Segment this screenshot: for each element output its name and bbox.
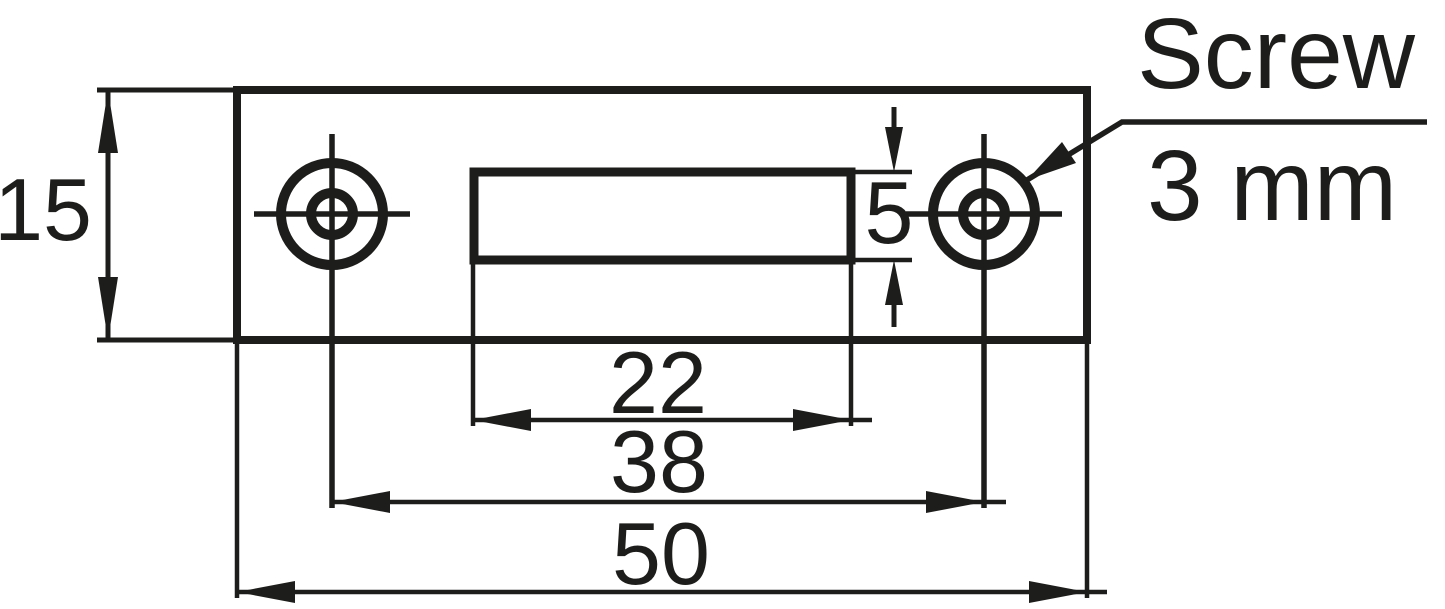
dimension-label-22: 22 — [609, 333, 707, 432]
arrowhead-up — [98, 90, 118, 153]
arrowhead-up — [885, 260, 903, 305]
hole-inner-circle — [958, 188, 1010, 240]
arrowhead-right — [926, 491, 984, 513]
arrowhead-left — [473, 409, 531, 431]
arrowhead-left — [237, 581, 295, 603]
dimension-label-15: 15 — [0, 160, 92, 259]
right-screw-hole — [906, 134, 1062, 508]
plate-outline — [233, 86, 1091, 344]
left-screw-hole — [254, 134, 410, 508]
arrowhead-right — [1029, 581, 1087, 603]
hole-outer-circle — [928, 158, 1040, 270]
arrowhead-down — [98, 277, 118, 340]
callout-label-3mm: 3 mm — [1147, 130, 1397, 242]
dimension-slot-height: 5 — [851, 107, 913, 327]
callout-label-screw: Screw — [1137, 0, 1416, 110]
arrowhead-down — [885, 127, 903, 172]
hole-inner-circle — [306, 188, 358, 240]
hole-outer-circle — [276, 158, 388, 270]
leader-arrowhead — [1027, 142, 1076, 180]
dimension-plate-width: 50 — [234, 344, 1107, 603]
slot-cutout — [469, 167, 856, 265]
dimension-hole-spacing: 38 — [332, 412, 1006, 513]
plate-rectangle — [233, 86, 1091, 344]
dimension-slot-width: 22 — [470, 262, 872, 432]
screw-callout: Screw 3 mm — [1025, 0, 1427, 242]
dimension-label-38: 38 — [610, 412, 708, 511]
dimension-label-5: 5 — [865, 163, 914, 262]
arrowhead-left — [332, 491, 390, 513]
arrowhead-right — [793, 409, 851, 431]
slot-rectangle — [469, 167, 856, 265]
dimension-label-50: 50 — [612, 504, 710, 603]
dimension-plate-height: 15 — [0, 87, 237, 343]
